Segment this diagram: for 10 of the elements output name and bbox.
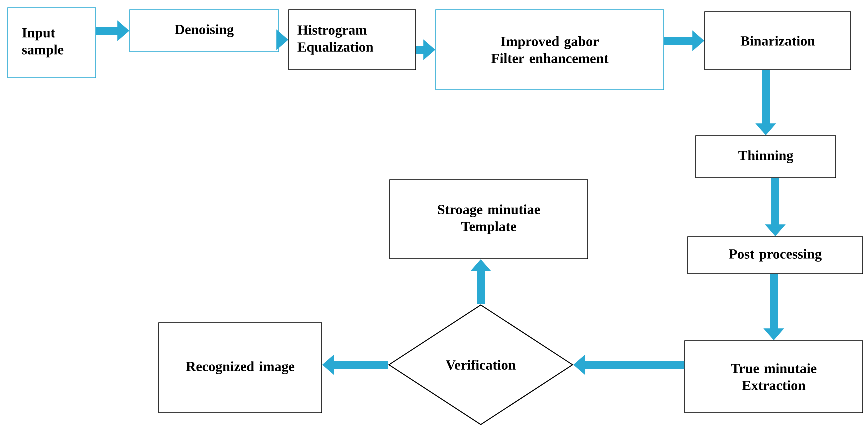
process-box: Input sample — [8, 8, 96, 78]
process-box: Binarization — [704, 12, 852, 70]
process-box: Denoising — [130, 10, 280, 52]
process-box: Improved gabor Filter enhancement — [436, 10, 664, 90]
process-box: Thinning — [696, 136, 836, 178]
process-box: Histrogram Equalization — [288, 10, 416, 70]
process-box: True minutaie Extraction — [684, 340, 864, 414]
process-box: Post processing — [688, 236, 864, 274]
process-box: Recognized image — [158, 322, 322, 414]
process-box: Stroage minutiae Template — [390, 180, 588, 260]
